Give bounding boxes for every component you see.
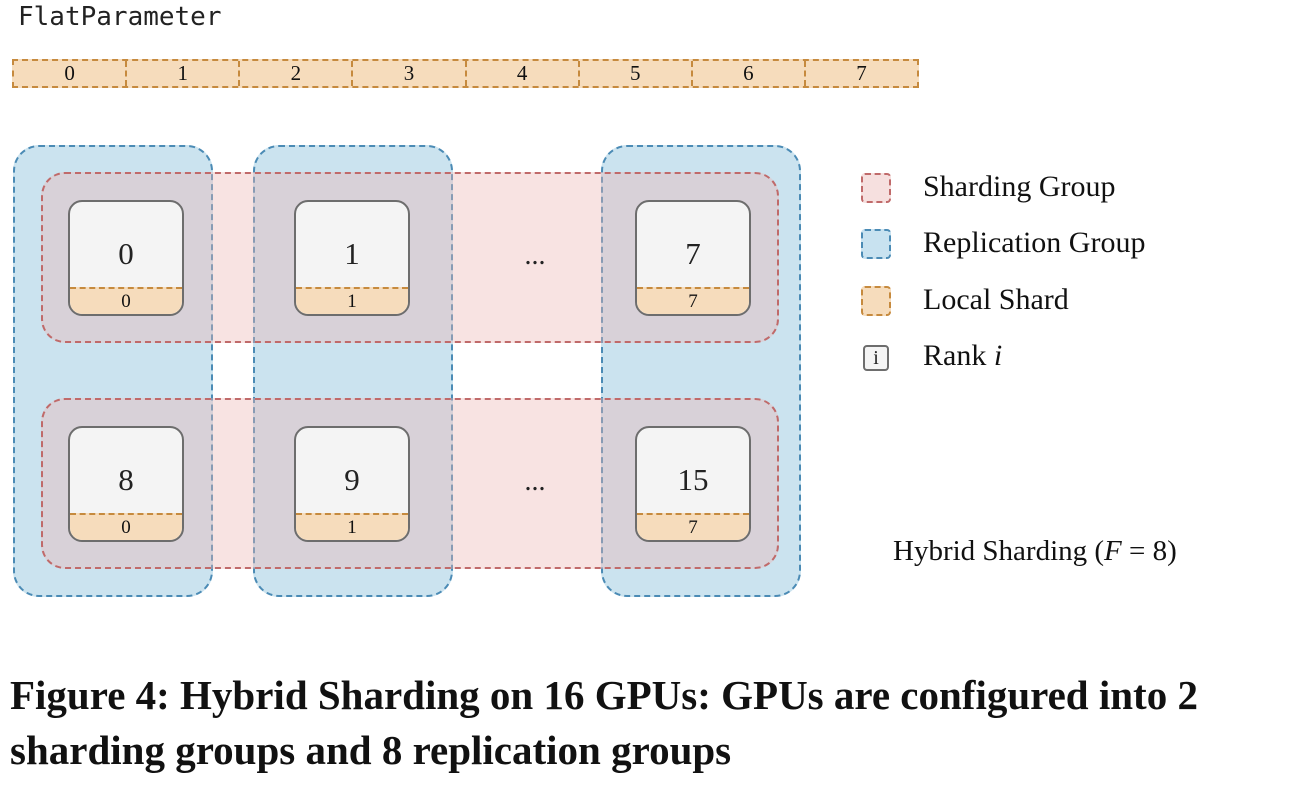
subtitle-suffix: = 8) — [1121, 535, 1177, 567]
rank-variable: i — [993, 339, 1003, 372]
rank-number: 1 — [344, 236, 360, 271]
rank-box: 1 1 — [294, 200, 410, 316]
rank-box: 9 1 — [294, 426, 410, 542]
rank-number: 0 — [118, 236, 134, 271]
local-shard: 7 — [637, 287, 749, 314]
flat-parameter-label: FlatParameter — [18, 2, 222, 32]
rank-icon: i — [863, 345, 889, 371]
rank-box: 15 7 — [635, 426, 751, 542]
flat-parameter-bar: 0 1 2 3 4 5 6 7 — [12, 59, 919, 88]
local-shard: 0 — [70, 287, 182, 314]
rank-box: 7 7 — [635, 200, 751, 316]
legend-label: Rank i — [923, 339, 1002, 373]
diagram-subtitle: Hybrid Sharding (F = 8) — [893, 535, 1177, 568]
rank-box: 0 0 — [68, 200, 184, 316]
flat-parameter-cell: 3 — [353, 61, 467, 86]
replication-group-swatch — [861, 229, 891, 259]
local-shard: 0 — [70, 513, 182, 540]
local-shard: 7 — [637, 513, 749, 540]
rank-number: 15 — [677, 462, 709, 497]
ellipsis: ... — [524, 466, 546, 497]
rank-number: 8 — [118, 462, 134, 497]
rank-number: 7 — [685, 236, 701, 271]
rank-number: 9 — [344, 462, 360, 497]
flat-parameter-cell: 0 — [14, 61, 128, 86]
flat-parameter-cell: 6 — [693, 61, 806, 86]
rank-box: 8 0 — [68, 426, 184, 542]
legend-label: Local Shard — [923, 283, 1069, 316]
figure-caption: Figure 4: Hybrid Sharding on 16 GPUs: GP… — [10, 672, 1198, 773]
subtitle-prefix: Hybrid Sharding ( — [893, 535, 1105, 567]
legend-label: Replication Group — [923, 226, 1146, 259]
flat-parameter-cell: 1 — [127, 61, 241, 86]
subtitle-variable: F — [1104, 535, 1122, 567]
flat-parameter-cell: 2 — [240, 61, 354, 86]
ellipsis: ... — [524, 240, 546, 271]
flat-parameter-cell: 4 — [467, 61, 580, 86]
local-shard: 1 — [296, 287, 408, 314]
flat-parameter-cell: 5 — [580, 61, 693, 86]
rank-prefix: Rank — [923, 339, 994, 372]
flat-parameter-cell: 7 — [856, 61, 867, 85]
local-shard: 1 — [296, 513, 408, 540]
sharding-group-swatch — [861, 173, 891, 203]
local-shard-swatch — [861, 286, 891, 316]
legend-label: Sharding Group — [923, 170, 1116, 203]
